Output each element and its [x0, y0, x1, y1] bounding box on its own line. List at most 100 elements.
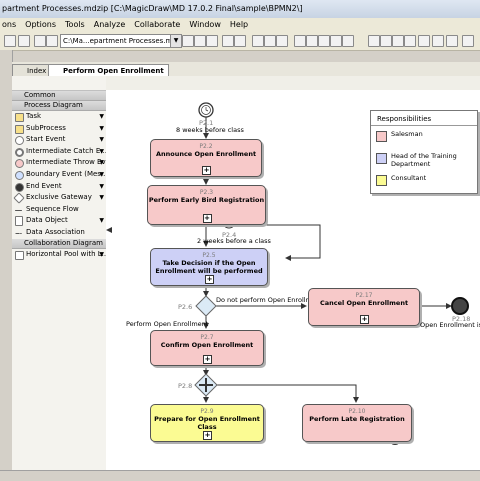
palette-item-task[interactable]: Task▼: [12, 111, 106, 123]
chevron-down-icon[interactable]: ▼: [170, 35, 181, 47]
component-icon[interactable]: [368, 35, 380, 47]
task-perform-late-registration[interactable]: P2.10 Perform Late Registration: [302, 404, 412, 442]
open-diagram-icon[interactable]: [182, 35, 194, 47]
chevron-down-icon[interactable]: ▼: [99, 124, 104, 132]
tab-perform-open-enrollment-label: Perform Open Enrollment: [63, 67, 164, 75]
chevron-down-icon[interactable]: ▼: [99, 159, 104, 167]
activity-icon[interactable]: [318, 35, 330, 47]
palette-item-start-event[interactable]: Start Event▼: [12, 134, 106, 146]
expand-icon[interactable]: +: [202, 166, 211, 175]
chevron-down-icon[interactable]: ▼: [99, 136, 104, 144]
palette-item-data-association[interactable]: Data Association: [12, 227, 106, 239]
palette-group-process[interactable]: Process Diagram: [12, 101, 106, 111]
palette-item-sequence-flow[interactable]: Sequence Flow: [12, 204, 106, 216]
task-label: Perform Early Bird Registration: [148, 196, 265, 204]
chevron-down-icon[interactable]: ▼: [99, 194, 104, 202]
task-announce-open-enrollment[interactable]: P2.2 Announce Open Enrollment +: [150, 139, 262, 177]
gateway-decision-id: P2.6: [178, 303, 193, 311]
flow-label-do-not-perform: Do not perform Open Enrollment: [216, 296, 323, 304]
nav-back-icon[interactable]: [222, 35, 234, 47]
chevron-down-icon[interactable]: ▼: [99, 170, 104, 178]
redo-icon[interactable]: [4, 35, 16, 47]
matrix-icon[interactable]: [404, 35, 416, 47]
table-icon[interactable]: [392, 35, 404, 47]
palette-item-intermediate-throw[interactable]: Intermediate Throw Eve...▼: [12, 157, 106, 169]
project-combo[interactable]: C:\Ma...epartment Processes.mdzip ▼: [60, 34, 182, 48]
state-icon[interactable]: [330, 35, 342, 47]
menu-analyze[interactable]: Analyze: [93, 20, 126, 29]
palette-item-label: Sequence Flow: [26, 204, 79, 213]
window-title: partment Processes.mdzip [C:\MagicDraw\M…: [2, 4, 303, 13]
chevron-down-icon[interactable]: ▼: [99, 250, 104, 258]
expand-icon[interactable]: +: [203, 431, 212, 440]
sequence-flow-icon: [15, 209, 22, 211]
task-id: P2.5: [202, 252, 216, 259]
task-perform-early-bird-registration[interactable]: P2.3 Perform Early Bird Registration +: [147, 185, 266, 225]
expand-icon[interactable]: +: [202, 214, 212, 223]
zoom-in-icon[interactable]: [206, 35, 218, 47]
chevron-down-icon[interactable]: ▼: [99, 217, 104, 225]
data-object-icon: [15, 216, 23, 227]
timer-event-label: 2 weeks before a class: [197, 237, 271, 245]
paste-icon[interactable]: [18, 35, 30, 47]
usecase-icon[interactable]: [342, 35, 354, 47]
package-icon[interactable]: [264, 35, 276, 47]
expand-icon[interactable]: +: [205, 275, 214, 284]
chevron-down-icon[interactable]: ▼: [99, 113, 104, 120]
forward-arrow-icon[interactable]: [432, 35, 444, 47]
palette-item-exclusive-gateway[interactable]: Exclusive Gateway▼: [12, 192, 106, 204]
palette-group-common[interactable]: Common: [12, 91, 106, 101]
window-icon[interactable]: [462, 35, 474, 47]
task-id: P2.9: [200, 408, 214, 415]
palette-item-data-object[interactable]: Data Object ▼: [12, 215, 106, 227]
menu-help[interactable]: Help: [229, 20, 249, 29]
tab-perform-open-enrollment[interactable]: Perform Open Enrollment: [48, 64, 169, 77]
palette-item-end-event[interactable]: End Event▼: [12, 181, 106, 193]
task-cancel-open-enrollment[interactable]: P2.17 Cancel Open Enrollment +: [308, 288, 420, 326]
chevron-down-icon[interactable]: ▼: [99, 182, 104, 190]
validate-icon[interactable]: [34, 35, 46, 47]
diagram-icon[interactable]: [294, 35, 306, 47]
diagram-list-icon[interactable]: [194, 35, 206, 47]
menu-tools[interactable]: Tools: [65, 20, 85, 29]
end-event-id: P2.18: [452, 315, 471, 323]
palette-item-boundary-event[interactable]: Boundary Event (Mes...▼: [12, 169, 106, 181]
palette-item-subprocess[interactable]: SubProcess ▼: [12, 123, 106, 135]
palette-item-horizontal-pool[interactable]: Horizontal Pool with L...▼: [12, 249, 106, 261]
end-event[interactable]: [451, 297, 469, 315]
expand-icon[interactable]: +: [360, 315, 369, 324]
task-confirm-open-enrollment[interactable]: P2.7 Confirm Open Enrollment +: [150, 330, 264, 366]
responsibilities-legend[interactable]: Responsibilities Salesman Head of the Tr…: [370, 110, 478, 194]
palette-item-intermediate-catch[interactable]: Intermediate Catch E...▼: [12, 146, 106, 158]
edit-icon[interactable]: [46, 35, 58, 47]
class-icon[interactable]: [276, 35, 288, 47]
menu-options-partial[interactable]: ons: [2, 20, 17, 29]
task-take-decision[interactable]: P2.5 Take Decision if the Open Enrollmen…: [150, 248, 268, 286]
diagram-canvas[interactable]: P2.1 8 weeks before class P2.2 Announce …: [106, 90, 480, 470]
exclusive-gateway-decision[interactable]: [195, 295, 217, 317]
nav-forward-icon[interactable]: [234, 35, 246, 47]
expand-icon[interactable]: +: [203, 355, 212, 364]
intermediate-catch-icon: [15, 147, 24, 157]
deployment-icon[interactable]: [380, 35, 392, 47]
home-icon[interactable]: [446, 35, 458, 47]
start-event-label: 8 weeks before class: [176, 126, 244, 134]
legend-item-label: Consultant: [391, 174, 427, 182]
task-prepare-for-open-enrollment-class[interactable]: P2.9 Prepare for Open Enrollment Class +: [150, 404, 264, 442]
palette-item-label: Intermediate Catch E...: [26, 146, 106, 155]
diagram-tabs: Index Perform Open Enrollment: [12, 62, 480, 77]
palette-group-collaboration[interactable]: Collaboration Diagram: [12, 238, 106, 249]
menu-window[interactable]: Window: [189, 20, 221, 29]
palette-item-label: Data Object: [26, 216, 68, 225]
palette-item-label: SubProcess: [26, 123, 66, 132]
sequence-icon[interactable]: [306, 35, 318, 47]
chevron-down-icon[interactable]: ▼: [99, 147, 104, 155]
back-arrow-icon[interactable]: [418, 35, 430, 47]
task-label: Perform Late Registration: [309, 415, 405, 423]
legend-swatch: [376, 175, 387, 186]
menu-options[interactable]: Options: [25, 20, 57, 29]
model-icon[interactable]: [252, 35, 264, 47]
menu-bar: ons Options Tools Analyze Collaborate Wi…: [0, 18, 480, 33]
palette-group-collaboration-label: Collaboration Diagram: [24, 238, 103, 247]
menu-collaborate[interactable]: Collaborate: [134, 20, 181, 29]
